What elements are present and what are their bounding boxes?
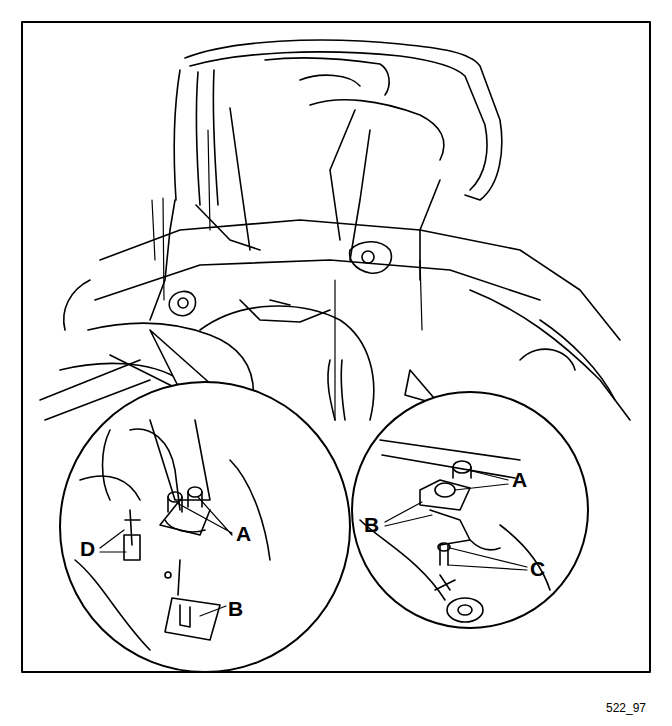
- callout-letter: A: [236, 523, 251, 544]
- left-detail: [60, 382, 350, 672]
- right-detail: [352, 392, 588, 628]
- callout-letter: A: [512, 469, 527, 490]
- top-stack: [150, 40, 502, 320]
- figure-number: 522_97: [606, 702, 646, 714]
- callout-letter: B: [228, 598, 243, 619]
- callout-letter: B: [364, 514, 379, 535]
- vehicle-body: [40, 220, 630, 420]
- frame: [22, 22, 650, 672]
- leader-lines: [100, 470, 527, 616]
- callout-letter: C: [530, 558, 545, 579]
- callout-letter: D: [80, 538, 95, 559]
